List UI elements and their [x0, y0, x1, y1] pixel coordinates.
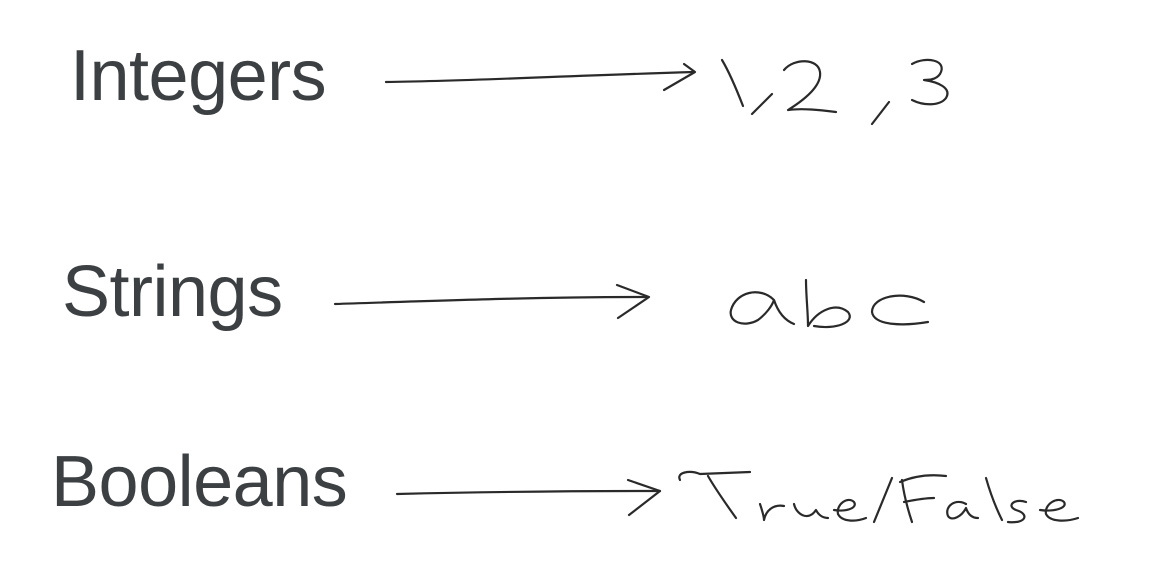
handwritten-example-booleans — [678, 470, 1080, 524]
handwritten-example-integers — [720, 58, 949, 126]
term-booleans: Booleans — [51, 442, 348, 522]
term-integers: Integers — [70, 36, 327, 116]
arrow-strings — [333, 283, 651, 320]
term-strings: Strings — [62, 252, 283, 332]
arrow-integers — [384, 62, 697, 92]
handwritten-example-strings — [729, 278, 930, 329]
arrow-booleans — [395, 478, 662, 517]
